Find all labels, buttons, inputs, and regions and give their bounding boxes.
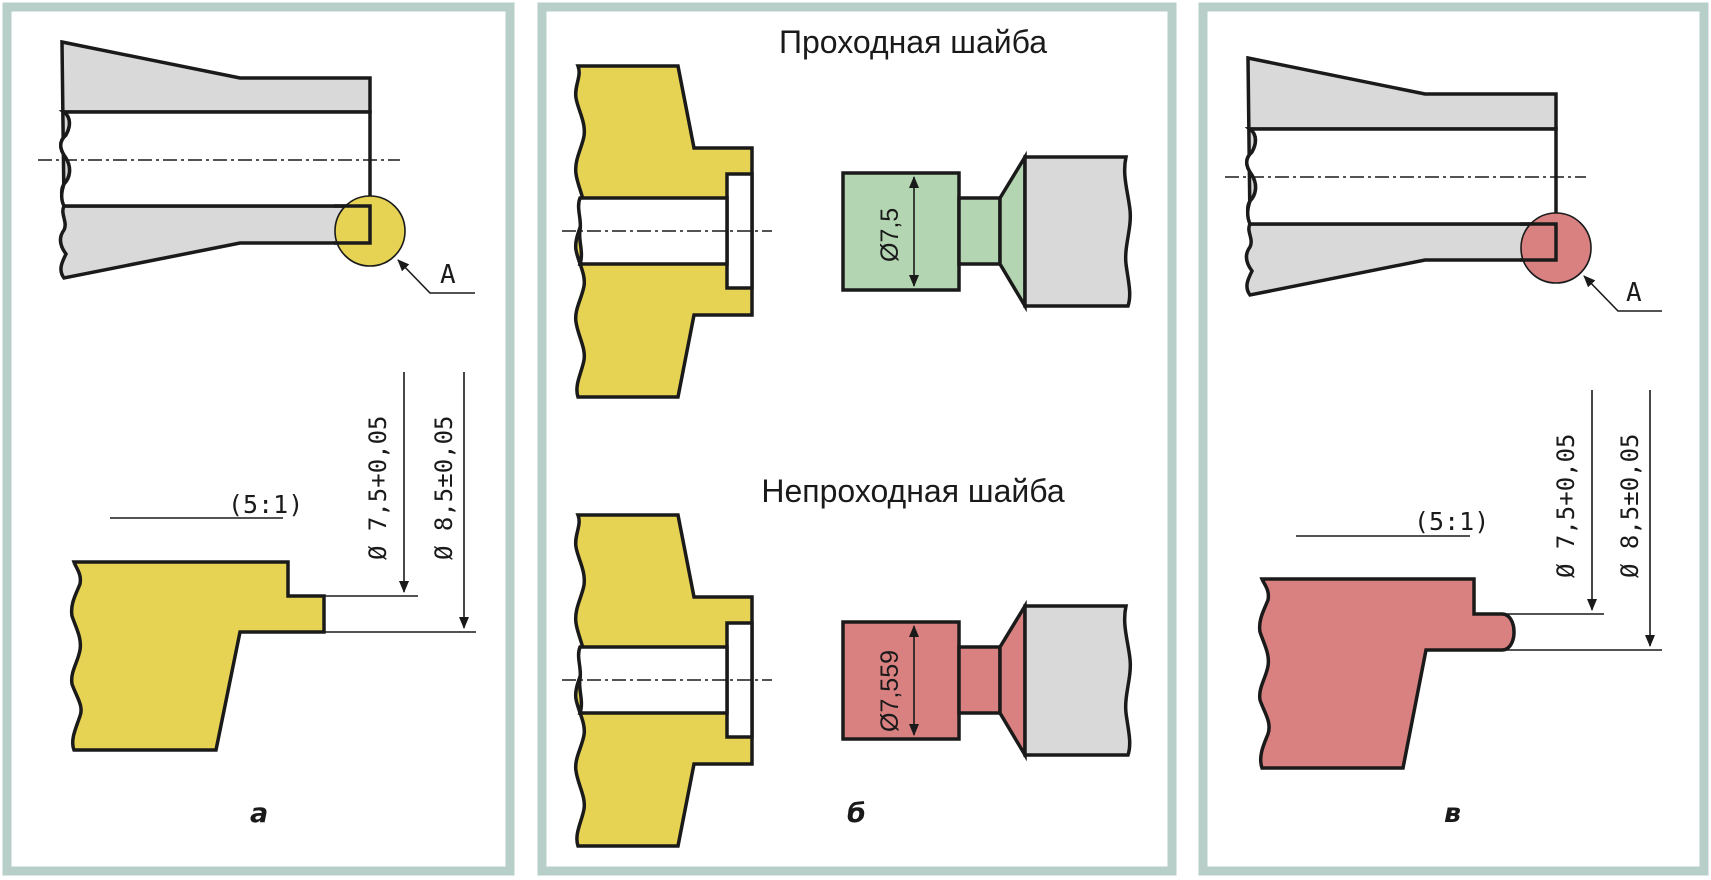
- panel-a-letter: а: [250, 798, 268, 829]
- panel-c-dim-outer-label: Ø 8,5±0,05: [1616, 434, 1644, 579]
- panel-b-go-part: [562, 64, 772, 399]
- panel-c-detail-edge: [1520, 222, 1558, 262]
- panel-a-enlarged-view: (5:1) Ø 7,5+0,05 Ø 8,5±0,05: [69, 372, 476, 752]
- panel-b-nogo-part: [562, 513, 772, 848]
- panel-c-tube-section: [1225, 55, 1586, 297]
- panel-b: Проходная шайба Ø7,5 Непроходная шайба: [537, 2, 1177, 876]
- panel-c-dim-inner-label: Ø 7,5+0,05: [1552, 434, 1580, 579]
- panel-b-go-dim: Ø7,5: [876, 208, 904, 262]
- panel-a-dim-outer-label: Ø 8,5±0,05: [430, 416, 458, 561]
- panel-b-nogo-dim: Ø7,559: [876, 650, 904, 732]
- panel-b-letter: б: [847, 798, 866, 829]
- panel-a: A (5:1) Ø 7,5+0,05 Ø 8,5±0,05 а: [2, 2, 515, 876]
- panel-a-callout: A: [397, 259, 475, 294]
- panel-b-go-title: Проходная шайба: [779, 24, 1047, 60]
- panel-a-callout-label: A: [440, 260, 456, 290]
- panel-a-detail-edge: [334, 204, 372, 245]
- panel-a-tube-section: [38, 39, 400, 280]
- panel-c: A (5:1) Ø 7,5+0,05 Ø 8,5±0,05 в: [1198, 2, 1709, 876]
- panel-c-callout-label: A: [1626, 278, 1642, 308]
- panel-a-dim-inner-label: Ø 7,5+0,05: [364, 416, 392, 561]
- panel-c-callout: A: [1583, 275, 1662, 312]
- panel-a-enlarged-part: [69, 560, 326, 752]
- panel-a-scale-label: (5:1): [228, 490, 303, 519]
- panel-b-go-gauge: Ø7,5: [841, 150, 1133, 313]
- panel-b-nogo-gauge: Ø7,559: [841, 599, 1133, 762]
- panel-c-letter: в: [1444, 798, 1461, 829]
- panel-c-scale-label: (5:1): [1414, 507, 1489, 536]
- panel-c-enlarged-view: (5:1) Ø 7,5+0,05 Ø 8,5±0,05: [1257, 390, 1662, 770]
- panel-b-nogo-title: Непроходная шайба: [761, 473, 1065, 509]
